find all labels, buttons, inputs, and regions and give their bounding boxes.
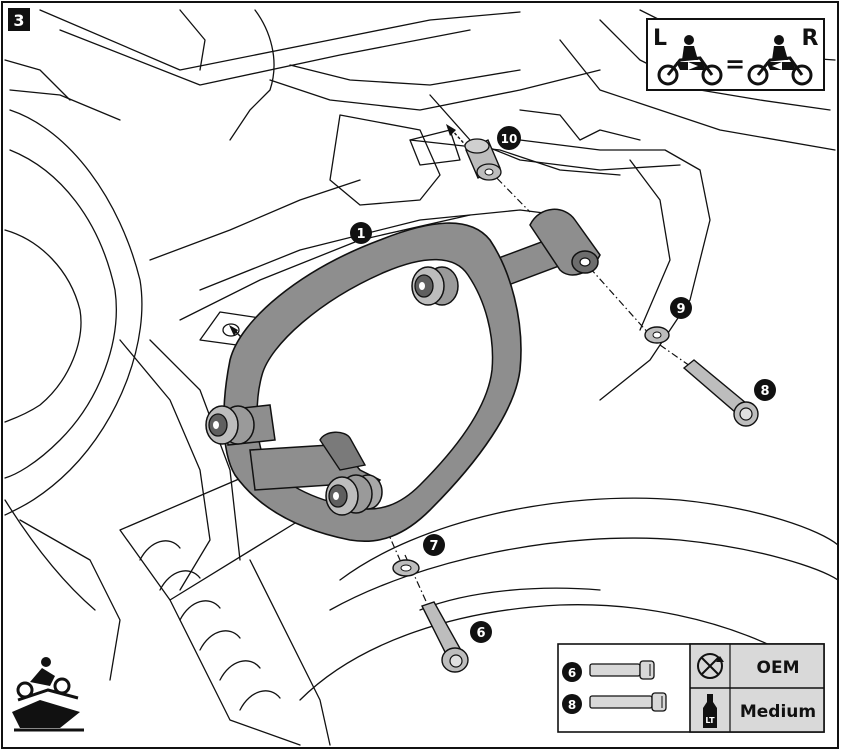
legend-bolt-6-badge: 6 (568, 666, 576, 680)
callout-10-label: 10 (501, 132, 518, 146)
motorcycle-outline (4, 9, 839, 746)
symmetry-box: L = R (646, 18, 825, 91)
callout-1-label: 1 (356, 227, 365, 242)
bolt-short (421, 601, 469, 673)
callout-7: 7 (423, 534, 445, 556)
torque-wrench-icon (697, 653, 724, 679)
callout-10: 10 (497, 126, 521, 150)
callout-8: 8 (754, 379, 776, 401)
legend-bolt-8-row: 8 (562, 692, 667, 714)
side-carrier-bracket (205, 208, 601, 542)
symmetry-right-label: R (802, 26, 819, 51)
step-badge: 3 (8, 8, 30, 31)
rider-on-lift-icon (12, 657, 84, 732)
callout-7-label: 7 (429, 539, 438, 554)
legend-bolt-6-row: 6 (562, 660, 655, 682)
callout-6: 6 (470, 621, 492, 643)
washer-lower (392, 559, 420, 577)
oem-label: OEM (757, 658, 800, 678)
washer-upper (644, 326, 670, 344)
threadlocker-bottle-icon: LT (703, 694, 717, 728)
motorcycle-left-icon (657, 35, 723, 86)
legend-bolt-8-badge: 8 (568, 698, 576, 712)
threadlocker-mark: LT (705, 716, 715, 725)
hardware-legend: 6 8 OEM LT Medium (557, 643, 825, 733)
callout-6-label: 6 (476, 626, 485, 641)
callout-8-label: 8 (760, 384, 769, 399)
callout-9: 9 (670, 297, 692, 319)
callout-9-label: 9 (676, 302, 685, 317)
step-number: 3 (13, 11, 24, 30)
callout-1: 1 (350, 222, 372, 244)
symmetry-equals: = (725, 50, 745, 78)
medium-label: Medium (740, 702, 816, 722)
callout-badges: 1 10 9 8 7 6 (350, 126, 776, 643)
bolt-long (682, 359, 759, 427)
symmetry-left-label: L (653, 26, 667, 51)
spacer-part (464, 138, 502, 181)
motorcycle-right-icon (747, 35, 813, 86)
